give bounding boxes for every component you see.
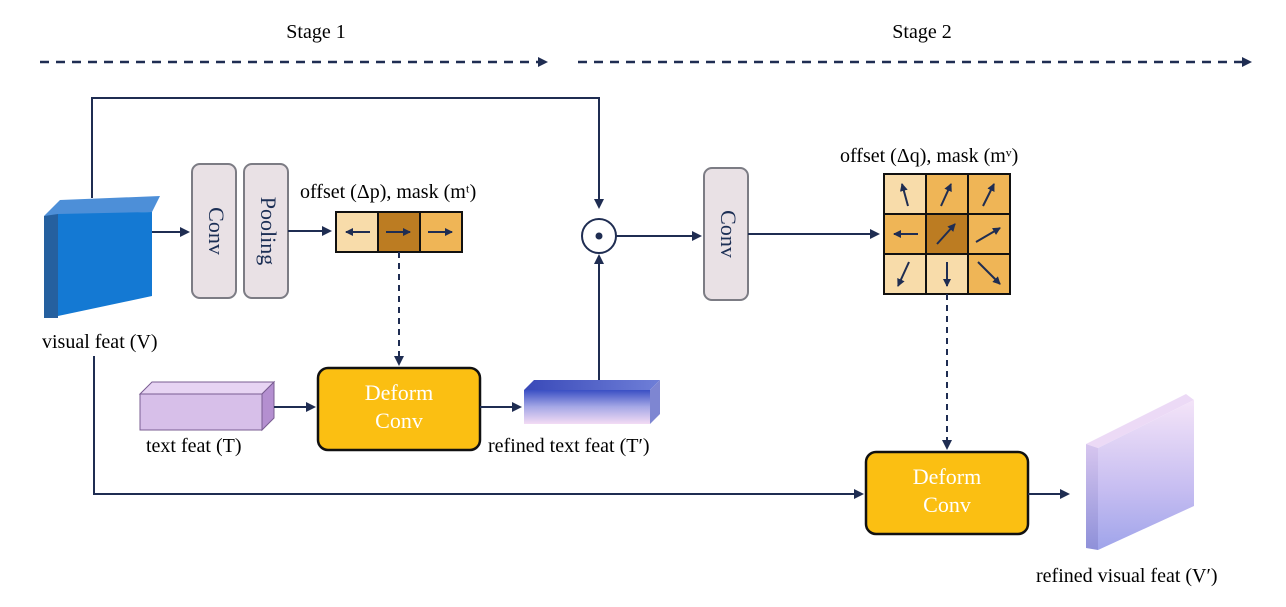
deform-conv-2-label-line2: Conv [923,492,971,517]
conv-block-1 [191,163,237,299]
offset-mask-1-label: offset (Δp), mask (mᵗ) [300,181,476,203]
offset-mask-2-label: offset (Δq), mask (mᵛ) [840,145,1018,167]
refined-visual-feat-block [1086,394,1194,550]
offset-grid-2 [883,173,1011,295]
refined-text-feat-label: refined text feat (T′) [488,435,650,457]
text-feat-block [138,380,276,432]
deform-conv-1-label-line1: Deform [365,380,433,405]
refined-visual-feat-label: refined visual feat (V′) [1036,565,1218,587]
offset-grid-1 [335,211,463,253]
skip-connection-bottom [93,356,864,499]
refined-text-feat-block [524,380,660,424]
visual-feat-label: visual feat (V) [42,331,158,353]
deform-conv-2-label-line1: Deform [913,464,981,489]
visual-feat-block [44,196,160,318]
deform-conv-block-1 [316,366,482,452]
text-feat-label: text feat (T) [146,435,242,457]
skip-connection-top [91,97,604,209]
stage-1-label: Stage 1 [286,21,345,43]
pooling-block-label: Pooling [256,197,281,265]
conv-block-2-label: Conv [716,210,741,258]
hadamard-dot [595,232,603,240]
deform-conv-1-label-line2: Conv [375,408,423,433]
conv-block-1-label: Conv [204,207,229,255]
stage-2-label: Stage 2 [892,21,951,43]
